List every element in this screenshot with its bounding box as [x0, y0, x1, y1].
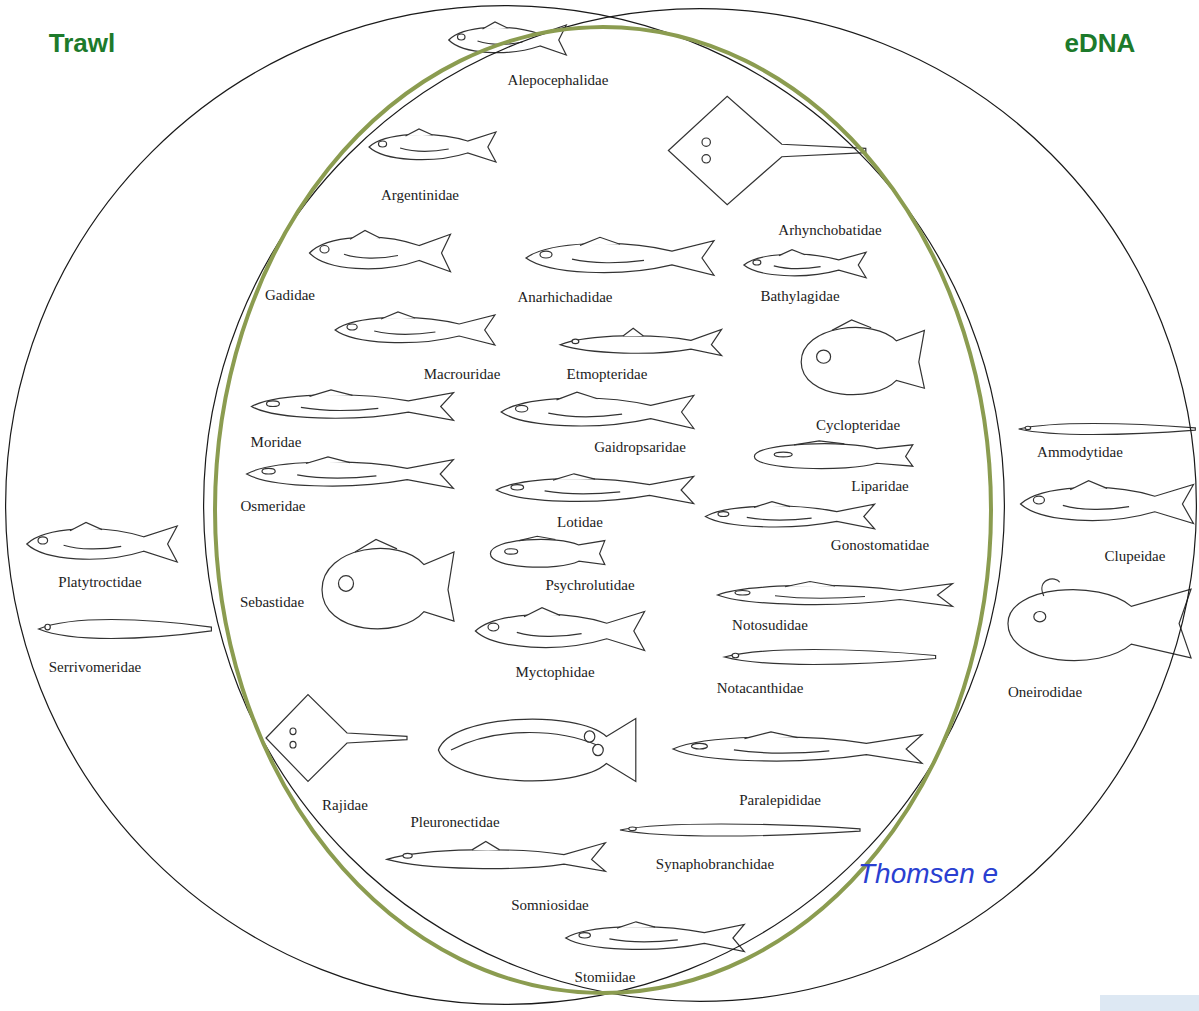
family-label: Clupeidae: [1105, 547, 1166, 565]
flatfish-illustration: [438, 719, 635, 782]
shared-ellipse-line: [215, 27, 991, 993]
family-label: Gonostomatidae: [831, 536, 929, 554]
shared-ellipse: AlepocephalidaeArgentinidaeArhynchobatid…: [213, 25, 993, 995]
family-label: Pleuronectidae: [410, 813, 499, 831]
fish-illustration: [449, 22, 567, 55]
fish-illustration: [27, 522, 177, 562]
family-label: Lotidae: [557, 513, 603, 531]
eel-illustration: [620, 824, 860, 836]
fish-illustration: [335, 312, 495, 345]
skate-illustration: [266, 695, 407, 782]
fish-illustration: [501, 392, 694, 428]
family-label: Oneirodidae: [1008, 683, 1082, 701]
set-title: Trawl: [49, 28, 115, 58]
fish-illustration: [718, 582, 953, 607]
skate-illustration: [668, 96, 865, 204]
fish-illustration: [310, 231, 451, 272]
fish-illustration: [496, 474, 693, 504]
family-label: Moridae: [251, 433, 302, 451]
set-title: eDNA: [1065, 28, 1136, 58]
anglerfish-illustration: [1008, 579, 1191, 661]
eel-illustration: [1019, 424, 1196, 435]
fish-illustration: [673, 732, 922, 763]
fish-illustration: [744, 250, 866, 278]
family-label: Osmeridae: [241, 497, 306, 515]
trawl-circle-line: [6, 6, 1005, 1005]
family-label: Synaphobranchidae: [656, 855, 774, 873]
family-label: Rajidae: [322, 796, 368, 814]
trawl-circle: TrawlPlatytroctidaeSerrivomeridae: [5, 5, 1005, 1005]
family-label: Macrouridae: [424, 365, 501, 383]
family-label: Alepocephalidae: [508, 71, 609, 89]
family-label: Bathylagidae: [760, 287, 839, 305]
family-label: Psychrolutidae: [545, 576, 634, 594]
family-label: Serrivomeridae: [49, 658, 141, 676]
trawl-circle-outline: [5, 5, 1005, 1005]
fish-illustration: [1021, 481, 1194, 524]
fish-illustration: [801, 320, 924, 395]
edna-circle-line: [204, 9, 1197, 1002]
corner-patch: [1100, 995, 1199, 1011]
family-label: Notacanthidae: [717, 679, 804, 697]
family-label: Myctophidae: [515, 663, 594, 681]
family-label: Etmopteridae: [567, 365, 648, 383]
family-label: Argentinidae: [381, 186, 459, 204]
family-label: Arhynchobatidae: [778, 221, 881, 239]
family-label: Ammodytidae: [1037, 443, 1123, 461]
family-label: Platytroctidae: [58, 573, 141, 591]
fish-illustration: [724, 650, 935, 665]
family-label: Anarhichadidae: [518, 288, 613, 306]
family-label: Liparidae: [851, 477, 908, 495]
fish-illustration: [247, 457, 454, 488]
fish-illustration: [475, 608, 644, 651]
shark-illustration: [560, 328, 722, 355]
fish-illustration: [566, 922, 745, 952]
fish-illustration: [369, 129, 496, 162]
family-label: Notosudidae: [732, 616, 808, 634]
edna-circle-outline: [203, 8, 1197, 1002]
family-label: Gadidae: [265, 286, 315, 304]
shark-illustration: [387, 842, 606, 872]
family-label: Cyclopteridae: [816, 416, 900, 434]
fish-illustration: [322, 539, 454, 628]
shared-ellipse-outline: [213, 25, 993, 995]
family-label: Paralepididae: [739, 791, 821, 809]
family-label: Somniosidae: [511, 896, 589, 914]
family-label: Gaidropsaridae: [594, 438, 686, 456]
fish-illustration: [754, 441, 912, 469]
fish-illustration: [251, 390, 453, 421]
edna-circle: eDNA AmmodytidaeClupeidaeOneirodidae: [203, 8, 1197, 1002]
family-label: Sebastidae: [240, 593, 304, 611]
fish-illustration: [490, 536, 604, 567]
citation-label: Thomsen e: [858, 858, 998, 890]
fish-illustration: [526, 237, 714, 275]
eel-illustration: [39, 620, 212, 639]
fish-illustration: [705, 502, 874, 529]
family-label: Stomiidae: [575, 968, 636, 986]
